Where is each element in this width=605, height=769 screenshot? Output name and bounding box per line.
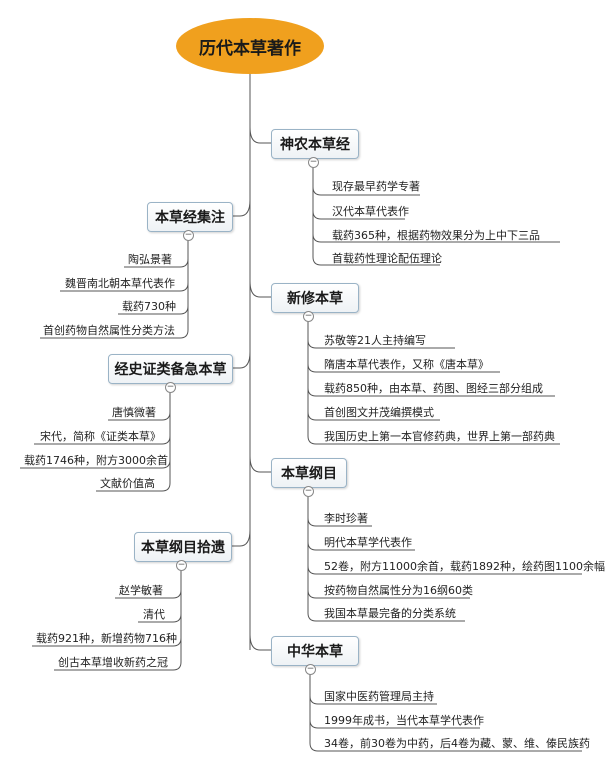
- connector-line: [307, 387, 555, 397]
- leaf-item: 载药921种，新增药物716种: [36, 632, 177, 645]
- connector-line: [307, 612, 465, 622]
- connector-line: [307, 339, 455, 349]
- leaf-item: 陶弘景著: [128, 253, 172, 266]
- leaf-item: 宋代，简称《证类本草》: [40, 430, 161, 443]
- leaf-item: 34卷，前30卷为中药，后4卷为藏、蒙、维、傣民族药: [324, 737, 590, 750]
- connector-line: [54, 661, 182, 671]
- connector-line: [309, 719, 480, 729]
- connector-line: [307, 541, 415, 551]
- leaf-item: 1999年成书，当代本草学代表作: [324, 714, 484, 727]
- connector-line: [249, 633, 271, 651]
- connector-line: [307, 517, 372, 527]
- connector-line: [307, 589, 470, 599]
- leaf-item: 首载药性理论配伍理论: [332, 252, 442, 265]
- leaf-item: 李时珍著: [324, 512, 368, 525]
- connector-line: [312, 186, 420, 196]
- leaf-item: 苏敬等21人主持编写: [324, 334, 426, 347]
- collapse-toggle-icon[interactable]: −: [176, 560, 187, 571]
- root-topic[interactable]: 历代本草著作: [176, 18, 324, 74]
- connector-line: [60, 282, 189, 292]
- leaf-item: 载药850种，由本草、药图、图经三部分组成: [324, 382, 543, 395]
- connector-line: [309, 695, 437, 705]
- connector-line: [307, 435, 560, 445]
- collapse-toggle-icon[interactable]: −: [303, 311, 314, 322]
- leaf-item: 魏晋南北朝本草代表作: [65, 277, 175, 290]
- connector-line: [32, 637, 182, 647]
- leaf-item: 明代本草学代表作: [324, 536, 412, 549]
- collapse-toggle-icon[interactable]: −: [183, 230, 194, 241]
- leaf-item: 创古本草增收新药之冠: [58, 656, 168, 669]
- branch-bencao-gangmu[interactable]: 本草纲目: [271, 458, 347, 488]
- leaf-item: 52卷，附方11000余首，载药1892种，绘药图1100余幅: [324, 560, 605, 573]
- branch-bencao-gangmu-shiyi[interactable]: 本草纲目拾遗: [134, 532, 232, 562]
- connector-line: [231, 199, 251, 217]
- connector-line: [118, 305, 189, 315]
- leaf-item: 载药1746种，附方3000余首: [24, 454, 168, 467]
- connector-line: [96, 482, 171, 492]
- connector-line: [138, 613, 182, 623]
- connector-line: [309, 742, 582, 752]
- leaf-item: 国家中医药管理局主持: [324, 690, 434, 703]
- connector-line: [312, 210, 405, 220]
- branch-zhonghua-bencao[interactable]: 中华本草: [271, 636, 359, 666]
- collapse-toggle-icon[interactable]: −: [305, 664, 316, 675]
- leaf-item: 现存最早药学专著: [332, 180, 420, 193]
- collapse-toggle-icon[interactable]: −: [303, 486, 314, 497]
- leaf-item: 我国本草最完备的分类系统: [324, 607, 456, 620]
- collapse-toggle-icon[interactable]: −: [165, 382, 176, 393]
- connector-line: [20, 459, 171, 469]
- leaf-item: 赵学敏著: [119, 584, 163, 597]
- leaf-item: 按药物自然属性分为16纲60类: [324, 584, 473, 597]
- connector-line: [249, 455, 271, 473]
- connector-line: [307, 411, 440, 421]
- connector-line: [249, 280, 271, 298]
- leaf-item: 唐慎微著: [112, 406, 156, 419]
- branch-shennong[interactable]: 神农本草经: [271, 129, 359, 159]
- branch-zhenglei-bencao[interactable]: 经史证类备急本草: [108, 354, 233, 384]
- connector-line: [231, 529, 251, 547]
- leaf-item: 载药365种，根据药物效果分为上中下三品: [332, 229, 540, 242]
- connector-line: [312, 233, 560, 243]
- leaf-item: 文献价值高: [100, 477, 155, 490]
- leaf-item: 我国历史上第一本官修药典，世界上第一部药典: [324, 430, 555, 443]
- connector-line: [40, 329, 189, 339]
- leaf-item: 载药730种: [122, 300, 176, 313]
- branch-bencao-jingjizhu[interactable]: 本草经集注: [147, 202, 233, 232]
- connector-line: [307, 565, 582, 575]
- branch-xinxiu-bencao[interactable]: 新修本草: [271, 283, 359, 313]
- leaf-item: 清代: [143, 608, 165, 621]
- connector-line: [34, 435, 171, 445]
- leaf-item: 隋唐本草代表作，又称《唐本草》: [324, 358, 489, 371]
- connector-line: [307, 363, 500, 373]
- leaf-item: 首创图文并茂编撰模式: [324, 406, 434, 419]
- connector-line: [231, 351, 251, 369]
- leaf-item: 首创药物自然属性分类方法: [43, 324, 175, 337]
- connector-line: [115, 589, 182, 599]
- collapse-toggle-icon[interactable]: −: [308, 157, 319, 168]
- leaf-item: 汉代本草代表作: [332, 205, 409, 218]
- connector-line: [312, 256, 440, 266]
- connector-line: [249, 126, 271, 144]
- connector-line: [124, 258, 189, 268]
- connector-line: [108, 411, 171, 421]
